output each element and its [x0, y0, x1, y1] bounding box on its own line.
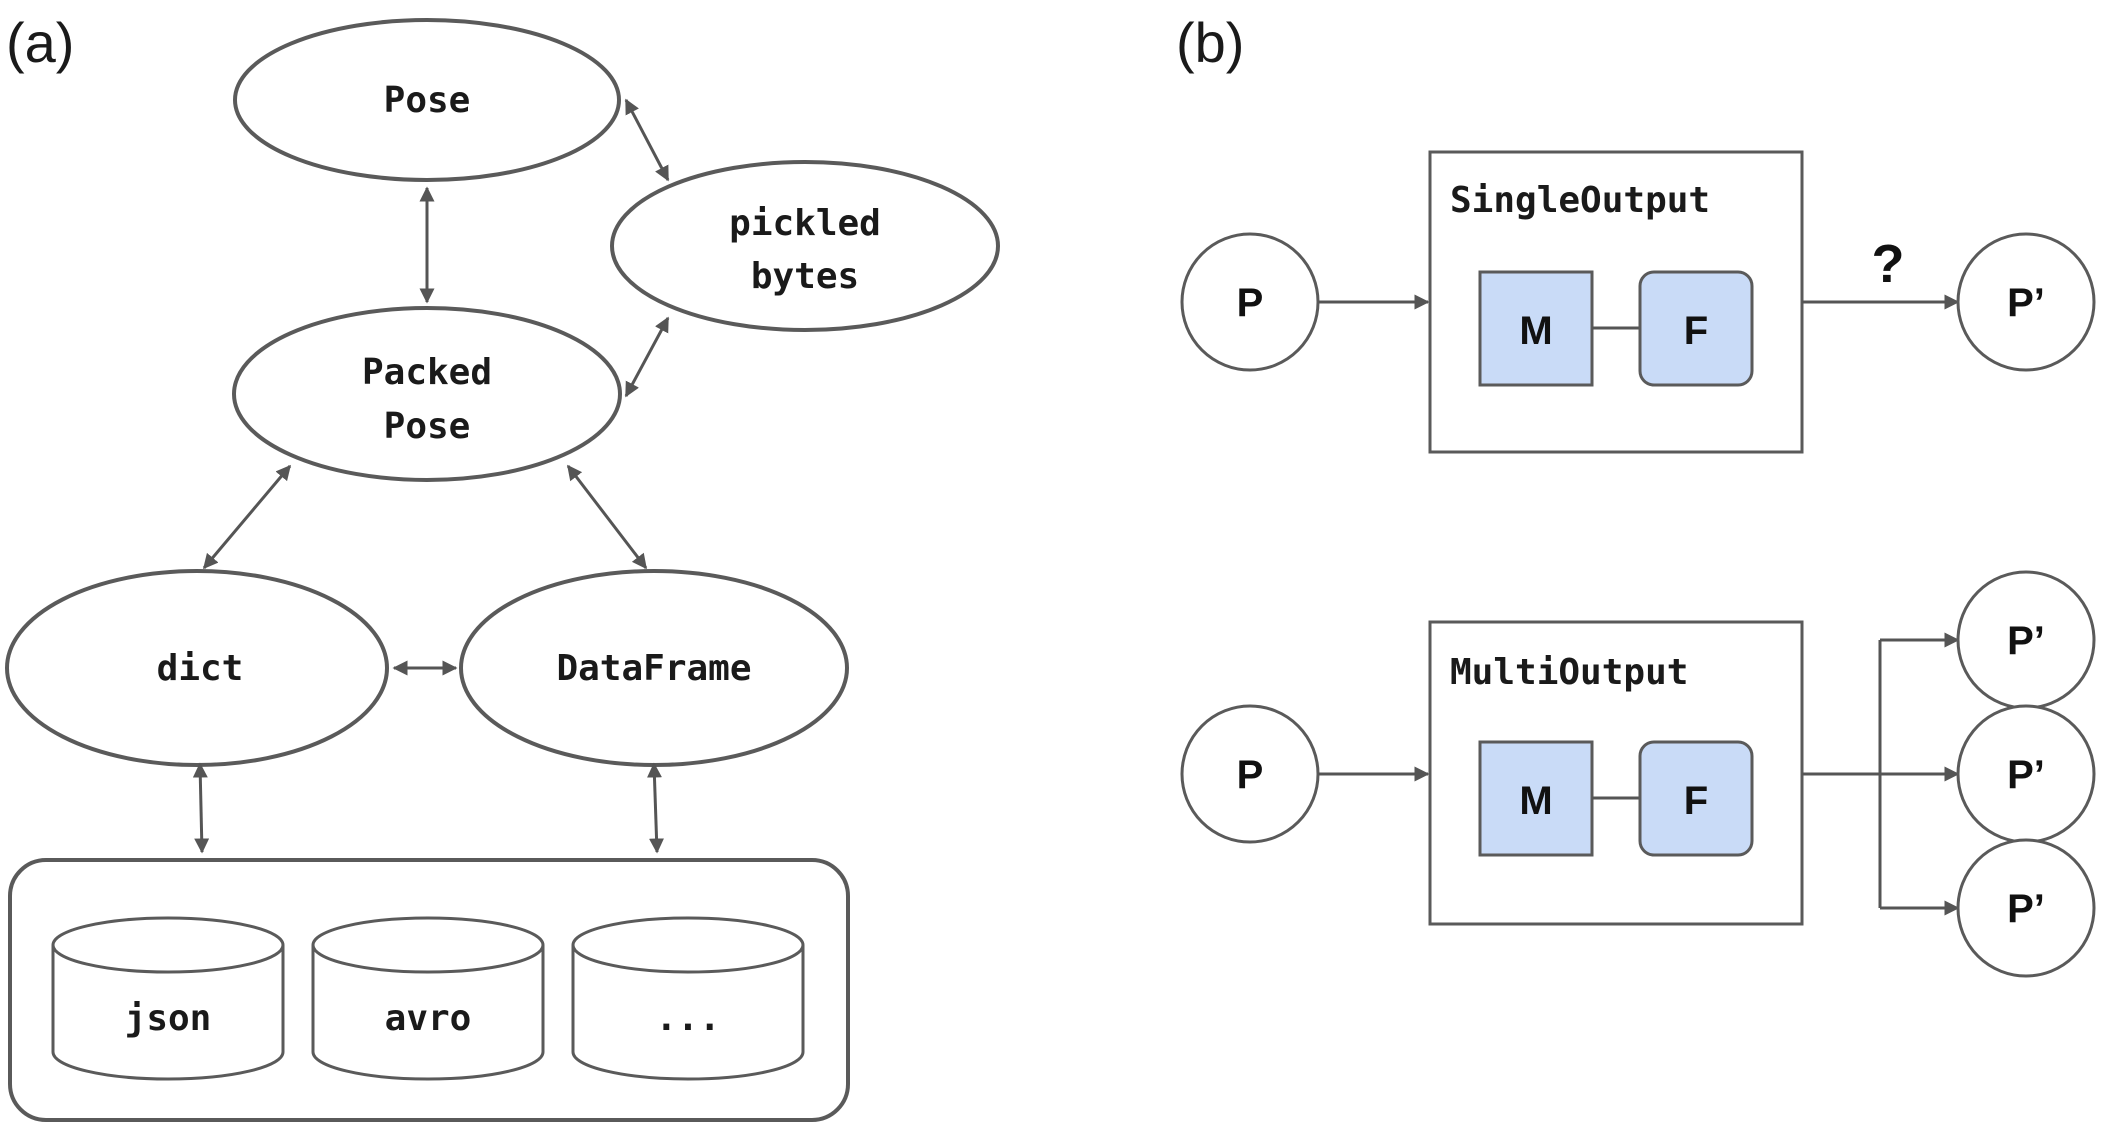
dataframe-node-label: DataFrame	[556, 648, 751, 689]
pickled-bytes-node: pickled bytes	[610, 160, 1000, 332]
avro-cylinder: avro	[311, 916, 545, 1081]
single-output-title: SingleOutput	[1450, 180, 1710, 221]
multi-input-label: P	[1237, 753, 1264, 797]
dataframe-node: DataFrame	[459, 569, 849, 767]
packed-pose-label-line1: Packed	[362, 352, 492, 393]
arrow-pose-pickled	[624, 98, 670, 182]
single-m-label: M	[1519, 309, 1552, 353]
single-output-label: P’	[2007, 281, 2045, 325]
packed-pose-label-line2: Pose	[384, 406, 471, 447]
packed-pose-node: Packed Pose	[232, 306, 622, 482]
pickled-bytes-label-line1: pickled	[729, 203, 881, 244]
arrow-packed-pickled	[624, 316, 670, 398]
panel-a-label: (a)	[6, 11, 74, 74]
arrow-dataframe-storage	[646, 762, 665, 854]
pose-node-label: Pose	[384, 80, 471, 121]
multi-output-label-middle: P’	[2007, 753, 2045, 797]
other-format-label: ...	[655, 998, 720, 1039]
json-label: json	[125, 998, 212, 1039]
multi-m-box	[1478, 740, 1594, 857]
multi-output-label-bottom: P’	[2007, 887, 2045, 931]
multi-output-circle-bottom	[1956, 838, 2096, 978]
dict-node-label: dict	[157, 648, 244, 689]
panel-b-label: (b)	[1176, 11, 1244, 74]
arrow-dict-storage	[192, 762, 210, 854]
multi-output-label-top: P’	[2007, 619, 2045, 663]
json-cylinder: json	[51, 916, 285, 1081]
panel-b: (b) P SingleOutput M F ? P’ P MultiOutpu…	[1176, 11, 2096, 978]
single-question-mark: ?	[1872, 234, 1905, 294]
pose-node: Pose	[233, 18, 621, 182]
arrow-packed-dataframe	[566, 464, 648, 570]
single-output-group: P SingleOutput M F ? P’	[1180, 150, 2096, 454]
other-format-cylinder: ...	[571, 916, 805, 1081]
single-f-box	[1638, 270, 1754, 387]
arrow-packed-dict	[202, 464, 292, 570]
pickled-bytes-label-line2: bytes	[751, 256, 859, 297]
single-input-label: P	[1237, 281, 1264, 325]
multi-output-title: MultiOutput	[1450, 652, 1688, 693]
panel-a: (a) Pose pickled bytes Packed Pose dict …	[5, 11, 1000, 1122]
avro-label: avro	[385, 998, 472, 1039]
multi-f-box	[1638, 740, 1754, 857]
multi-m-label: M	[1519, 779, 1552, 823]
multi-f-label: F	[1684, 779, 1708, 823]
single-output-circle	[1956, 232, 2096, 372]
multi-output-group: P MultiOutput M F P’ P’ P’	[1180, 570, 2096, 978]
single-m-box	[1478, 270, 1594, 387]
single-f-label: F	[1684, 309, 1708, 353]
dict-node: dict	[5, 569, 389, 767]
